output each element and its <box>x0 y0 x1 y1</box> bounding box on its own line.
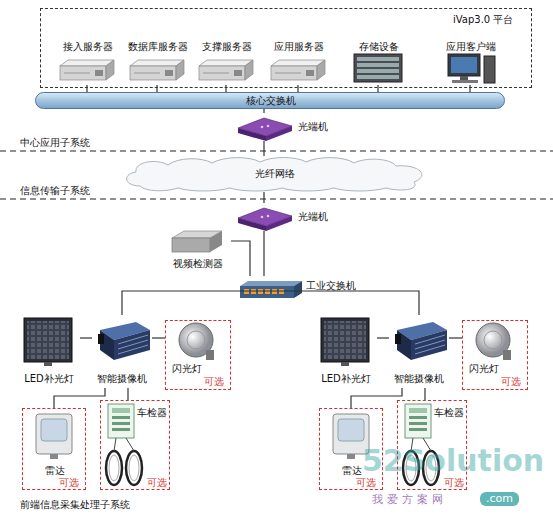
connector <box>449 337 462 338</box>
industrial-switch: 工业交换机 <box>238 276 358 304</box>
connector <box>263 141 264 156</box>
optional-tag: 可选 <box>501 376 521 388</box>
node-label: LED补光灯 <box>321 373 371 385</box>
node-label: 支撑服务器 <box>202 41 252 53</box>
connector <box>351 388 402 408</box>
node-label: 应用客户端 <box>446 41 496 53</box>
node-label: iVap3.0 平台 <box>453 14 513 26</box>
watermark: 我爱方案网 <box>372 494 447 506</box>
optical-terminal-icon <box>238 118 292 141</box>
section-divider <box>0 198 553 199</box>
node-label: 存储设备 <box>359 41 399 53</box>
connector <box>231 241 250 276</box>
subsystem-label: 中心应用子系统 <box>20 137 90 149</box>
connector <box>424 388 425 400</box>
server: 应用服务器 <box>267 41 331 85</box>
subsystem-label: 信息传输子系统 <box>20 185 90 197</box>
optical-terminal-icon <box>238 208 292 231</box>
server: 支撑服务器 <box>195 41 259 85</box>
node-label: 应用服务器 <box>274 41 324 53</box>
node-label: 光纤网络 <box>255 168 295 180</box>
node-label: 智能摄像机 <box>394 373 444 385</box>
connector <box>86 85 87 92</box>
node-label: 光端机 <box>298 121 328 133</box>
platform-region: iVap3.0 平台接入服务器 数据库服务器 支撑服务器 应用服务器 存储设备 应用客户端 <box>40 8 532 88</box>
optional-flash: 闪光灯可选 <box>462 320 528 390</box>
node-label: 车检器 <box>137 407 167 419</box>
connector <box>152 337 165 338</box>
connector <box>377 85 378 92</box>
connector <box>469 85 470 92</box>
storage-icon <box>354 54 402 82</box>
section-divider <box>0 150 553 151</box>
connector <box>127 388 128 400</box>
optional-tag: 可选 <box>356 477 376 489</box>
optional-radar: 雷达可选 <box>319 408 383 490</box>
subsystem-label: 前端信息采集处理子系统 <box>20 499 130 511</box>
server: 接入服务器 <box>55 41 121 85</box>
connector <box>156 85 157 92</box>
optional-tag: 可选 <box>444 477 464 489</box>
optical-terminal: 光端机 <box>236 203 336 231</box>
optional-tag: 可选 <box>204 376 224 388</box>
connector <box>377 337 389 338</box>
node-label: 智能摄像机 <box>97 373 147 385</box>
node-label: 视频检测器 <box>173 258 223 270</box>
optional-flash: 闪光灯可选 <box>165 320 231 390</box>
optical-terminal: 光端机 <box>236 113 336 141</box>
connector <box>122 291 238 315</box>
video-detector: 视频检测器 <box>165 228 231 272</box>
connector <box>263 231 264 276</box>
client-icon <box>448 54 495 83</box>
node-label: 雷达 <box>45 465 65 477</box>
server-icons <box>60 60 325 80</box>
connector <box>297 85 298 92</box>
connector <box>263 192 264 203</box>
smart-camera: 智能摄像机 <box>92 315 152 388</box>
optional-tag: 可选 <box>59 477 79 489</box>
storage: 存储设备 <box>347 41 411 85</box>
connector <box>54 388 105 408</box>
industrial-switch-icon <box>240 281 302 298</box>
connector <box>225 85 226 92</box>
node-label: 车检器 <box>434 407 464 419</box>
core-switch-bar: 核心交换机 <box>35 92 505 109</box>
node-label: 光端机 <box>298 211 328 223</box>
connector <box>263 109 264 113</box>
smart-camera: 智能摄像机 <box>389 315 449 388</box>
connector <box>238 291 419 315</box>
node-label: 闪光灯 <box>172 363 202 375</box>
video-detector-icon <box>172 231 222 252</box>
node-label: 核心交换机 <box>246 95 296 107</box>
node-label: 雷达 <box>342 465 362 477</box>
fill-light: LED补光灯 <box>315 315 377 387</box>
optional-tag: 可选 <box>147 477 167 489</box>
front-left-icons <box>24 318 214 485</box>
watermark: .com <box>480 492 519 506</box>
node-label: 工业交换机 <box>306 280 356 292</box>
optional-vehicle-detector: 车检器可选 <box>100 400 170 490</box>
node-label: LED补光灯 <box>24 373 74 385</box>
client: 应用客户端 <box>439 41 503 85</box>
connector <box>80 337 92 338</box>
node-label: 接入服务器 <box>63 41 113 53</box>
server: 数据库服务器 <box>123 41 193 85</box>
fill-light: LED补光灯 <box>18 315 80 387</box>
optional-radar: 雷达可选 <box>22 408 86 490</box>
node-label: 数据库服务器 <box>128 41 188 53</box>
optional-vehicle-detector: 车检器可选 <box>397 400 467 490</box>
watermark: 52Solution <box>362 444 544 478</box>
fiber-network-cloud: 光纤网络 <box>120 156 430 192</box>
node-label: 闪光灯 <box>469 363 499 375</box>
